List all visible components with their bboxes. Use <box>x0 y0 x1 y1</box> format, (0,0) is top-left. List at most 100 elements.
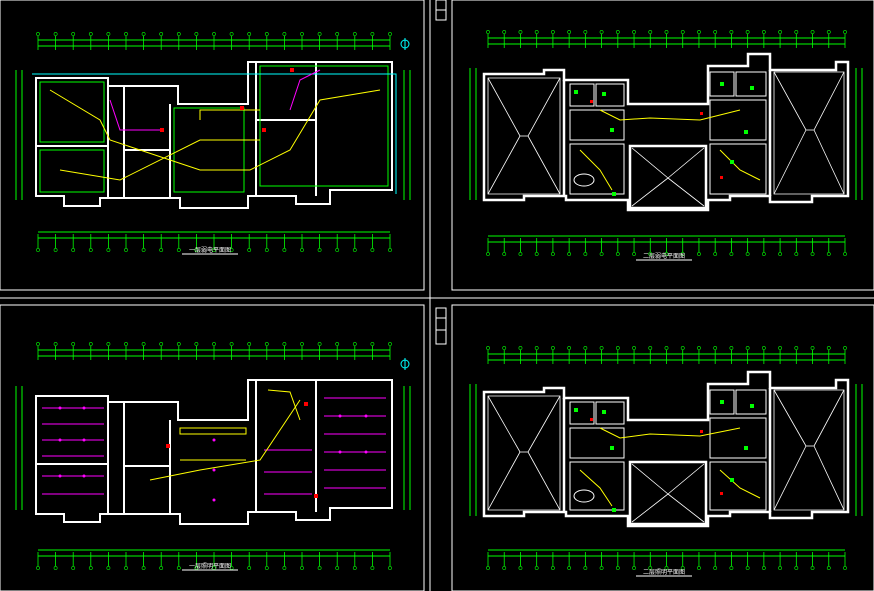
axis-bubble <box>680 346 685 350</box>
roof-hips-tr <box>487 71 845 207</box>
building-walls-tl <box>35 61 393 209</box>
axis-bubble <box>486 252 490 256</box>
axis-bubble <box>141 566 146 570</box>
axis-bubble <box>388 342 392 346</box>
axis-bubble <box>632 252 636 256</box>
axis-bubble <box>159 342 164 346</box>
axis-bubble <box>106 248 111 252</box>
frame-sheet-tr <box>451 0 874 291</box>
axis-bubble <box>583 30 588 34</box>
dimension-ticks-tr <box>486 30 847 256</box>
axis-bubble <box>632 566 636 570</box>
axis-bubble <box>300 566 304 570</box>
axis-bubble <box>486 566 490 570</box>
axis-bubble <box>810 566 815 570</box>
axis-bubble <box>826 252 831 256</box>
axis-bubble <box>229 32 234 36</box>
axis-bubble <box>729 566 734 570</box>
axis-bubble <box>680 30 685 34</box>
outline-cyan-tl <box>32 73 397 194</box>
lighting-rows-bl <box>42 397 386 495</box>
axis-bubble <box>370 566 375 570</box>
axis-bubble <box>124 32 128 36</box>
axis-bubble <box>729 30 734 34</box>
axis-bubble <box>599 346 604 350</box>
building-walls-tr <box>482 52 850 212</box>
rooms-br <box>569 389 767 511</box>
devices-br <box>574 400 754 512</box>
axis-bubble <box>599 566 604 570</box>
axis-bubble <box>843 30 847 34</box>
sheet-tl[interactable]: 一层弱电平面图 <box>15 32 411 255</box>
axis-bubble <box>583 346 588 350</box>
axis-bubble <box>141 342 146 346</box>
axis-bubble <box>551 346 555 350</box>
axis-bubble <box>370 248 375 252</box>
axis-bubble <box>745 566 750 570</box>
axis-bubble <box>141 248 146 252</box>
axis-bubble <box>176 342 181 346</box>
sheet-bl[interactable]: 一层照明平面图 <box>15 342 411 571</box>
rooms-tr <box>569 71 767 195</box>
axis-bubble <box>534 346 539 350</box>
axis-bubble <box>212 32 216 36</box>
devices-tl <box>160 68 294 132</box>
axis-bubble <box>264 566 269 570</box>
axis-bubble <box>36 342 40 346</box>
axis-bubble <box>176 248 181 252</box>
axis-bubble <box>71 566 76 570</box>
axis-bubble <box>317 32 322 36</box>
axis-bubble <box>648 30 653 34</box>
axis-bubble <box>745 30 750 34</box>
axis-bubble <box>71 342 76 346</box>
axis-bubble <box>778 30 782 34</box>
axis-bubble <box>53 32 58 36</box>
axis-bubble <box>664 566 669 570</box>
axis-bubble <box>632 346 636 350</box>
building-inner-outline-tl <box>39 65 389 193</box>
axis-bubble <box>53 248 58 252</box>
caption-sheet-tr: 二层弱电平面图 <box>643 252 685 260</box>
axis-bubble <box>680 252 685 256</box>
axis-bubble <box>53 566 58 570</box>
axis-bubble <box>335 566 340 570</box>
axis-bubble <box>282 248 287 252</box>
axis-bubble <box>88 248 93 252</box>
axis-bubble <box>664 346 669 350</box>
wiring-tr <box>579 109 761 191</box>
roof-hips-br <box>487 389 845 523</box>
axis-bubble <box>300 342 304 346</box>
axis-bubble <box>534 30 539 34</box>
axis-bubble <box>212 248 216 252</box>
axis-bubble <box>599 252 604 256</box>
dimension-ticks-bl <box>36 342 392 570</box>
axis-bubble <box>551 252 555 256</box>
sheet-tr[interactable]: 二层弱电平面图 <box>469 30 863 261</box>
axis-bubble <box>264 342 269 346</box>
axis-bubble <box>826 346 831 350</box>
axis-bubble <box>843 346 847 350</box>
axis-bubble <box>713 252 718 256</box>
axis-bubble <box>370 342 375 346</box>
axis-bubble <box>502 30 507 34</box>
axis-bubble <box>745 252 750 256</box>
axis-bubble <box>124 342 128 346</box>
axis-bubble <box>194 32 199 36</box>
axis-bubble <box>567 346 572 350</box>
axis-bubble <box>648 252 653 256</box>
axis-bubble <box>352 566 357 570</box>
axis-bubble <box>583 566 588 570</box>
axis-bubble <box>615 252 620 256</box>
axis-bubble <box>300 32 304 36</box>
axis-bubble <box>567 252 572 256</box>
sheet-br[interactable]: 二层照明平面图 <box>469 346 863 577</box>
axis-bubble <box>36 32 40 36</box>
axis-bubble <box>264 32 269 36</box>
axis-bubble <box>843 252 847 256</box>
axis-bubble <box>247 566 252 570</box>
axis-bubble <box>518 252 523 256</box>
axis-bubble <box>745 346 750 350</box>
